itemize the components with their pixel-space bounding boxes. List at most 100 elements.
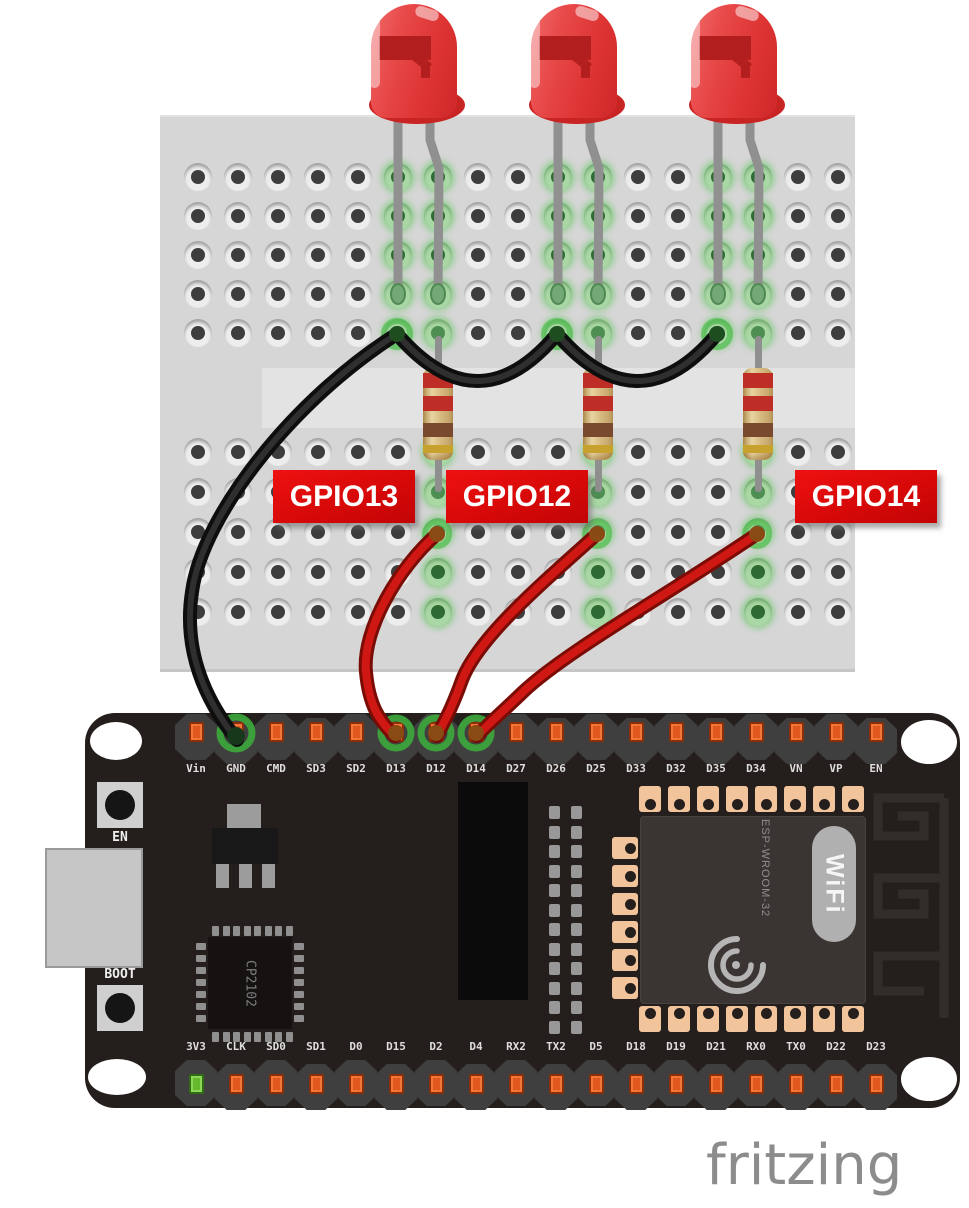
module-pad bbox=[612, 893, 638, 915]
resistor-1 bbox=[423, 368, 453, 460]
resistor-band-gold bbox=[743, 445, 773, 453]
esp32-pin-contact-RX2 bbox=[508, 1074, 524, 1094]
esp32-pin-label-GND: GND bbox=[226, 762, 246, 775]
breadboard-hole bbox=[344, 202, 372, 230]
esp32-pin-contact-SD2 bbox=[348, 722, 364, 742]
esp32-pin-label-D33: D33 bbox=[626, 762, 646, 775]
breadboard-hole bbox=[184, 280, 212, 308]
breadboard-hole bbox=[304, 598, 332, 626]
via-dash bbox=[549, 806, 560, 819]
breadboard-hole bbox=[464, 202, 492, 230]
breadboard-hole bbox=[744, 598, 772, 626]
fritzing-watermark: fritzing bbox=[706, 1133, 903, 1198]
breadboard-hole bbox=[784, 202, 812, 230]
breadboard-hole bbox=[304, 438, 332, 466]
breadboard-hole bbox=[464, 241, 492, 269]
led-red-2 bbox=[523, 0, 643, 320]
breadboard-hole bbox=[824, 241, 852, 269]
esp32-pin-label-CLK: CLK bbox=[226, 1040, 246, 1053]
breadboard-hole bbox=[224, 280, 252, 308]
led-red-1 bbox=[363, 0, 483, 320]
breadboard-hole bbox=[224, 202, 252, 230]
breadboard-hole bbox=[184, 202, 212, 230]
breadboard-hole bbox=[464, 280, 492, 308]
module-pad bbox=[784, 786, 806, 812]
breadboard-hole bbox=[824, 319, 852, 347]
module-pad bbox=[726, 1006, 748, 1032]
pin-connection-glows bbox=[216, 713, 495, 753]
usb-connector bbox=[45, 848, 143, 968]
via-dash bbox=[549, 845, 560, 858]
esp32-pin-label-D32: D32 bbox=[666, 762, 686, 775]
breadboard-hole bbox=[584, 598, 612, 626]
breadboard-hole bbox=[824, 163, 852, 191]
module-pad bbox=[755, 786, 777, 812]
breadboard-hole bbox=[264, 202, 292, 230]
breadboard-hole bbox=[344, 241, 372, 269]
breadboard-hole bbox=[624, 558, 652, 586]
esp32-pin-contact-D23 bbox=[868, 1074, 884, 1094]
esp32-pin-label-D18: D18 bbox=[626, 1040, 646, 1053]
breadboard-hole bbox=[624, 280, 652, 308]
breadboard-hole bbox=[744, 558, 772, 586]
esp32-pin-label-TX0: TX0 bbox=[786, 1040, 806, 1053]
breadboard-hole bbox=[664, 319, 692, 347]
esp32-pin-label-D22: D22 bbox=[826, 1040, 846, 1053]
breadboard-hole bbox=[824, 438, 852, 466]
mount-hole-bottom-left bbox=[88, 1059, 146, 1095]
esp32-pin-contact-VP bbox=[828, 722, 844, 742]
breadboard-hole bbox=[464, 598, 492, 626]
esp32-pin-contact-TX2 bbox=[548, 1074, 564, 1094]
breadboard-hole bbox=[704, 518, 732, 546]
boot-button bbox=[97, 985, 143, 1031]
esp32-pin-label-D35: D35 bbox=[706, 762, 726, 775]
module-pad bbox=[842, 1006, 864, 1032]
resistor-band-red bbox=[743, 396, 773, 411]
wire-end-caps bbox=[227, 326, 765, 745]
esp32-pin-contact-SD1 bbox=[308, 1074, 324, 1094]
led-legs bbox=[710, 100, 766, 305]
breadboard-hole bbox=[544, 598, 572, 626]
breadboard-hole bbox=[264, 598, 292, 626]
breadboard-hole bbox=[224, 518, 252, 546]
esp32-pin-contact-VN bbox=[788, 722, 804, 742]
led-legs bbox=[390, 100, 446, 305]
breadboard-hole bbox=[504, 438, 532, 466]
via-dash bbox=[571, 1001, 582, 1014]
via-dash bbox=[571, 845, 582, 858]
breadboard-hole bbox=[664, 598, 692, 626]
breadboard-hole bbox=[624, 163, 652, 191]
breadboard-hole bbox=[464, 558, 492, 586]
esp-wroom-32-label: ESP-WROOM-32 bbox=[759, 819, 771, 918]
breadboard-hole bbox=[824, 598, 852, 626]
module-pad bbox=[639, 786, 661, 812]
breadboard-hole bbox=[224, 438, 252, 466]
breadboard-hole bbox=[704, 478, 732, 506]
antenna-trace-icon bbox=[873, 793, 949, 1018]
breadboard-hole bbox=[624, 478, 652, 506]
esp32-pin-contact-D33 bbox=[628, 722, 644, 742]
module-pad bbox=[612, 921, 638, 943]
led-legs bbox=[550, 100, 606, 305]
via-dash bbox=[549, 1020, 560, 1034]
en-button-label: EN bbox=[112, 830, 128, 845]
via-dash bbox=[549, 903, 560, 917]
module-pad bbox=[612, 865, 638, 887]
resistor-band-red bbox=[423, 396, 453, 411]
resistor-band-red bbox=[583, 396, 613, 411]
module-pad bbox=[612, 837, 638, 859]
mount-hole-bottom-right bbox=[901, 1057, 957, 1101]
resistor-band-brown bbox=[743, 423, 773, 437]
esp32-pin-contact-D22 bbox=[828, 1074, 844, 1094]
breadboard-hole bbox=[784, 241, 812, 269]
esp32-pin-label-EN: EN bbox=[869, 762, 883, 775]
esp32-pin-label-D14: D14 bbox=[466, 762, 486, 775]
breadboard-hole bbox=[304, 163, 332, 191]
via-dash bbox=[571, 1020, 582, 1034]
breadboard-hole bbox=[704, 438, 732, 466]
breadboard-hole bbox=[184, 319, 212, 347]
breadboard-hole bbox=[304, 319, 332, 347]
esp32-pin-contact-TX0 bbox=[788, 1074, 804, 1094]
esp32-pin-contact-D2 bbox=[428, 1074, 444, 1094]
